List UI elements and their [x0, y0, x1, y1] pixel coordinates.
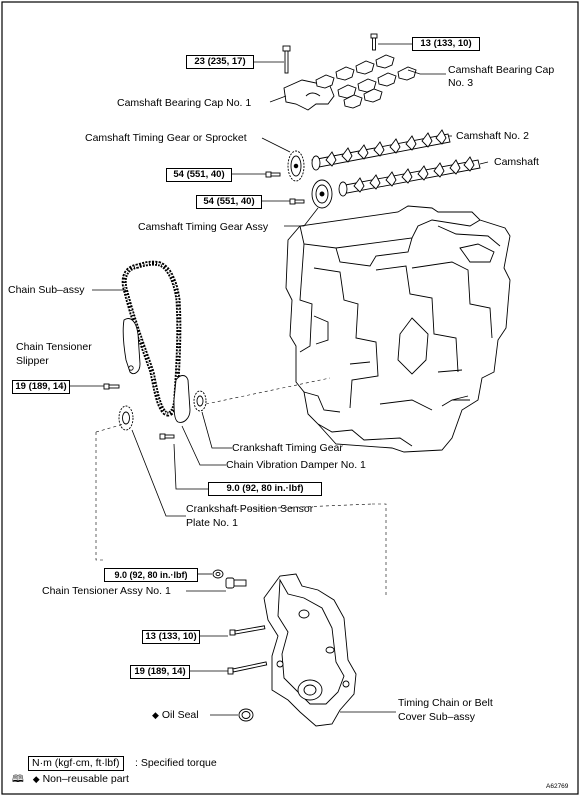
bearing-caps-no3 [315, 54, 417, 109]
label-bearing-cap-no3: Camshaft Bearing Cap No. 3 [448, 64, 555, 89]
torque-9-a: 9.0 (92, 80 in.·lbf) [208, 482, 322, 496]
nonreusable-diamond-icon: ◆ [32, 774, 40, 784]
torque-23: 23 (235, 17) [186, 55, 254, 69]
timing-cover [263, 573, 357, 727]
bolt-top-right [370, 33, 378, 51]
label-timing-gear-sprocket: Camshaft Timing Gear or Sprocket [85, 132, 247, 144]
label-chain-sub-assy: Chain Sub–assy [8, 284, 85, 296]
engine-block [285, 205, 511, 453]
torque-9-b: 9.0 (92, 80 in.·lbf) [104, 568, 198, 582]
torque-13-b: 13 (133, 10) [142, 630, 200, 644]
label-bearing-cap-no1: Camshaft Bearing Cap No. 1 [117, 97, 252, 109]
label-vibration-damper: Chain Vibration Damper No. 1 [226, 459, 366, 471]
nonreusable-diamond-icon: ◆ [152, 710, 159, 720]
bolt-19-b [227, 661, 268, 675]
label-camshaft-no2: Camshaft No. 2 [456, 130, 529, 142]
damper-bolt [159, 433, 175, 440]
figure-id: A62769 [546, 783, 569, 790]
torque-54-a: 54 (551, 40) [166, 168, 232, 182]
torque-13-top: 13 (133, 10) [412, 37, 480, 51]
bolt-19-a [103, 383, 120, 390]
label-crankshaft-timing-gear: Crankshaft Timing Gear [232, 442, 343, 454]
tensioner-assy [225, 577, 247, 589]
camshaft-sprocket [287, 150, 305, 182]
vibration-damper [173, 375, 191, 423]
label-tensioner-slipper: Chain Tensioner Slipper [16, 341, 92, 367]
slipper-pivot [128, 365, 134, 371]
legend-nonreusable: 🕮︎ ◆ Non–reusable part [12, 773, 129, 786]
camshaft-timing-gear-assy [311, 179, 333, 209]
legend-nonreusable-text: Non–reusable part [42, 773, 129, 785]
label-position-sensor-plate: Crankshaft Position Sensor Plate No. 1 [186, 503, 314, 529]
leader-lines [68, 43, 489, 716]
bolt-23 [282, 45, 291, 74]
bolt-54-b [289, 198, 305, 205]
label-camshaft: Camshaft [494, 156, 539, 168]
timing-chain-links [123, 262, 180, 415]
nut-9-b [212, 569, 224, 579]
crankshaft-gear [193, 390, 207, 412]
sensor-plate [118, 405, 134, 431]
torque-54-b: 54 (551, 40) [196, 195, 262, 209]
label-timing-gear-assy: Camshaft Timing Gear Assy [138, 221, 269, 233]
label-tensioner-assy: Chain Tensioner Assy No. 1 [42, 585, 171, 597]
label-timing-cover: Timing Chain or Belt Cover Sub–assy [398, 697, 493, 723]
bolt-54-a [265, 171, 281, 178]
legend-unit-box: N·m (kgf·cm, ft·lbf) [28, 756, 124, 771]
label-oil-seal-text: Oil Seal [161, 709, 199, 721]
book-icon: 🕮︎ [12, 774, 24, 785]
label-oil-seal: ◆ Oil Seal [152, 709, 199, 721]
oil-seal [238, 708, 254, 722]
dashed-guides [95, 377, 387, 596]
torque-19-b: 19 (189, 14) [130, 665, 190, 679]
tensioner-slipper [122, 318, 141, 375]
timing-chain [121, 260, 182, 417]
camshaft-no2-shape [311, 129, 451, 171]
bolt-13-b [229, 625, 266, 636]
camshaft-shape [338, 156, 481, 197]
legend-unit-desc: : Specified torque [135, 757, 217, 769]
torque-19-a: 19 (189, 14) [12, 380, 70, 394]
